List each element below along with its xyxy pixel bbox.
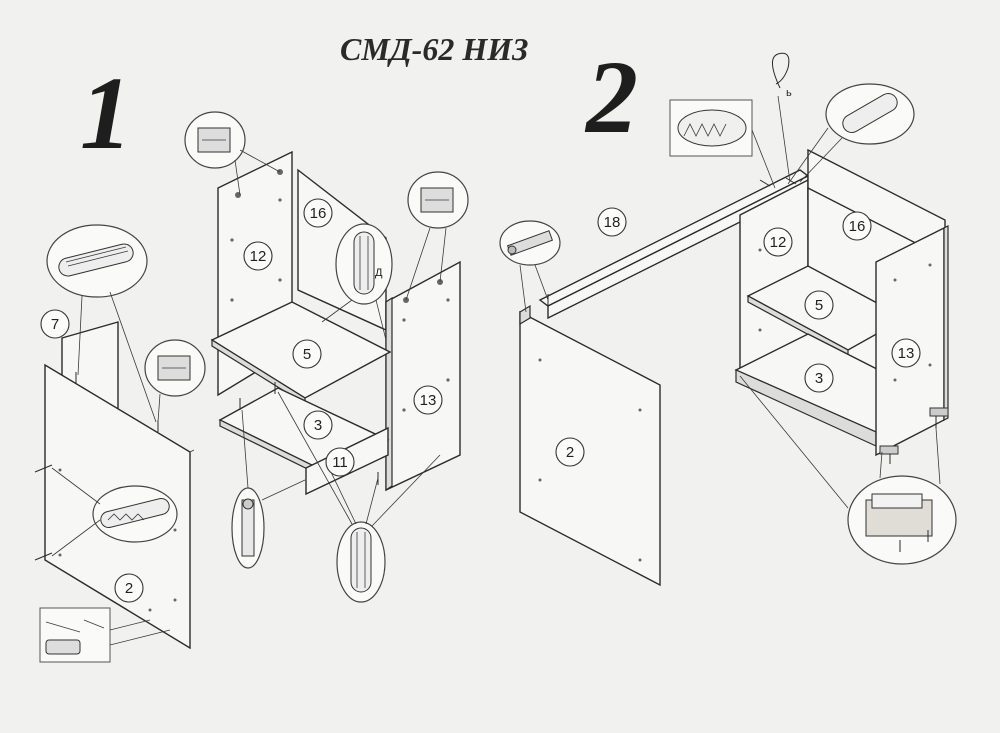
label-16-step2: 16 (842, 211, 872, 241)
callout-screw-conformat (231, 487, 265, 569)
label-3-step2: 3 (804, 363, 834, 393)
label-3-step1: 3 (303, 410, 333, 440)
svg-text:13: 13 (898, 345, 915, 362)
callout-dowel-bottom (336, 521, 386, 603)
diagram-title: СМД-62 НИЗ (340, 31, 528, 67)
callout-cam-middle (144, 339, 206, 397)
callout-hook: ь (772, 52, 792, 99)
step2-holes (538, 248, 932, 562)
svg-text:5: 5 (303, 346, 311, 363)
label-16-step1: 16 (303, 198, 333, 228)
callout-dowel-top (46, 224, 148, 298)
label-12-step2: 12 (763, 227, 793, 257)
callout-spring-step2 (669, 99, 753, 157)
upright-holes (230, 198, 450, 412)
svg-text:16: 16 (849, 218, 866, 235)
svg-text:11: 11 (332, 454, 348, 471)
label-13-step1: 13 (413, 385, 443, 415)
step-2-number: 2 (584, 40, 638, 155)
callout-cam-top (184, 111, 246, 169)
panel-2-step2 (519, 310, 661, 587)
callout-spring-dowel (92, 485, 178, 543)
svg-text:12: 12 (250, 248, 267, 265)
step-2-group: ь (499, 52, 957, 587)
label-2-step1: 2 (114, 573, 144, 603)
svg-text:2: 2 (125, 580, 133, 597)
svg-text:18: 18 (604, 214, 621, 231)
svg-text:13: 13 (420, 392, 437, 409)
callout-foot-step2 (847, 475, 957, 565)
label-7: 7 (40, 309, 70, 339)
step-1-number: 1 (80, 56, 132, 171)
callout-handle (39, 607, 111, 663)
detail-letter: Д (375, 267, 383, 279)
svg-text:16: 16 (310, 205, 327, 222)
label-12-step1: 12 (243, 241, 273, 271)
callout-dowel-vertical (335, 223, 393, 305)
label-2-step2: 2 (555, 437, 585, 467)
svg-text:ь: ь (786, 87, 792, 99)
svg-text:3: 3 (314, 417, 322, 434)
callout-conformat-step2 (499, 220, 561, 266)
callout-cam-right (407, 171, 469, 229)
step-1-group: Д (34, 111, 469, 663)
label-11: 11 (325, 447, 355, 477)
label-13-step2: 13 (891, 338, 921, 368)
svg-text:3: 3 (815, 370, 823, 387)
svg-text:7: 7 (51, 316, 59, 333)
label-18: 18 (597, 207, 627, 237)
label-5-step1: 5 (292, 339, 322, 369)
panel-13-step1 (385, 260, 461, 492)
callout-dowel-step2 (825, 83, 915, 145)
svg-text:2: 2 (566, 444, 574, 461)
svg-text:12: 12 (770, 234, 787, 251)
svg-text:5: 5 (815, 297, 823, 314)
label-5-step2: 5 (804, 290, 834, 320)
